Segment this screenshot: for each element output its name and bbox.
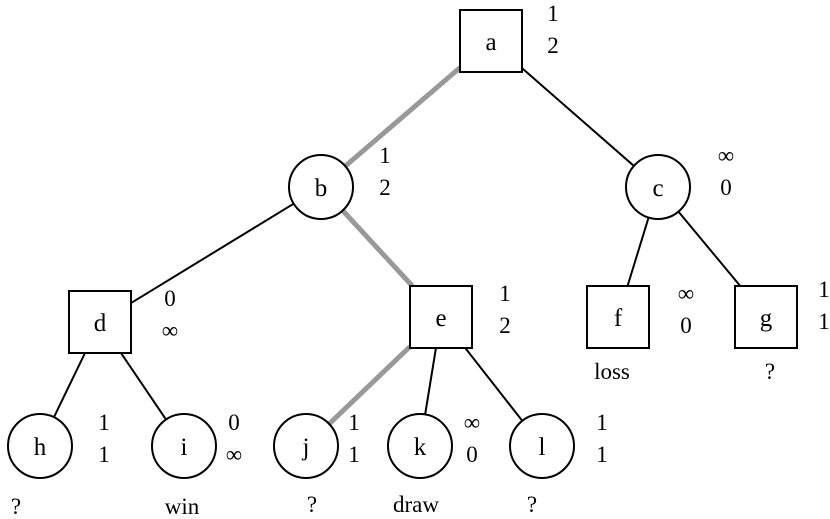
node-h-label: h [34, 434, 47, 461]
node-c: c [625, 154, 691, 220]
node-c-top-value: ∞ [718, 143, 734, 168]
node-i-label: i [181, 434, 188, 461]
edge-c-g [677, 210, 742, 287]
node-d: d [68, 290, 132, 354]
edge-c-f [626, 217, 650, 287]
node-l-bottom-value: 1 [596, 442, 608, 467]
node-f-status: loss [594, 359, 630, 384]
node-j-top-value: 1 [348, 410, 360, 435]
edge-d-i [120, 352, 167, 421]
node-k: k [387, 413, 453, 479]
node-h-bottom-value: 1 [98, 442, 110, 467]
node-l-label: l [539, 434, 546, 461]
labels-layer: 1 2 1 2 ∞ 0 0 ∞ 1 2 ∞ 0 loss 1 1? 1 1? 0 ∞ win 1 1? ∞ 0 draw 1 1? [11, 1, 830, 519]
node-i: i [151, 413, 217, 479]
node-a-label: a [485, 29, 496, 56]
node-i-status: win [165, 494, 200, 519]
node-e-label: e [435, 305, 446, 332]
node-e-bottom-value: 2 [499, 313, 511, 338]
node-j: j [273, 413, 339, 479]
node-c-bottom-value: 0 [720, 175, 732, 200]
node-b-bottom-value: 2 [379, 175, 391, 200]
node-i-bottom-value: ∞ [226, 442, 242, 467]
edge-b-d [130, 202, 295, 304]
node-c-label: c [652, 175, 663, 202]
node-b: b [288, 154, 354, 220]
node-a: a [459, 9, 523, 73]
node-i-circle [151, 413, 217, 479]
edge-a-b-highlighted [343, 65, 462, 169]
node-h-status: ? [11, 494, 21, 519]
node-j-circle [273, 413, 339, 479]
node-h-circle [7, 413, 73, 479]
node-b-top-value: 1 [379, 143, 391, 168]
node-g-status: ? [765, 359, 775, 384]
node-f-bottom-value: 0 [680, 313, 692, 338]
edge-b-e-highlighted [340, 208, 415, 288]
node-k-top-value: ∞ [464, 410, 480, 435]
node-h: h [7, 413, 73, 479]
node-f-label: f [614, 305, 623, 332]
node-g-bottom-value: 1 [818, 309, 830, 334]
node-b-circle [288, 154, 354, 220]
node-j-label: j [302, 434, 310, 461]
node-k-bottom-value: 0 [466, 442, 478, 467]
node-j-bottom-value: 1 [348, 442, 360, 467]
node-k-status: draw [393, 492, 439, 517]
node-i-top-value: 0 [228, 410, 240, 435]
edges-layer [53, 65, 742, 426]
node-d-top-value: 0 [164, 286, 176, 311]
node-g-top-value: 1 [818, 277, 830, 302]
node-e-square [409, 285, 473, 349]
node-k-circle [387, 413, 453, 479]
edge-e-j-highlighted [327, 344, 412, 426]
edge-e-l [464, 347, 524, 422]
node-e-top-value: 1 [499, 281, 511, 306]
node-j-status: ? [307, 492, 317, 517]
edge-e-k [424, 347, 437, 415]
node-f: f [586, 285, 650, 349]
node-l-status: ? [527, 492, 537, 517]
node-c-circle [625, 154, 691, 220]
edge-a-c [521, 67, 635, 167]
node-f-top-value: ∞ [678, 281, 694, 306]
node-f-square [586, 285, 650, 349]
node-b-label: b [315, 175, 328, 202]
node-l-circle [509, 413, 575, 479]
node-e: e [409, 285, 473, 349]
node-l-top-value: 1 [596, 410, 608, 435]
nodes-layer: a b c d e f g h i j k l [7, 9, 798, 479]
node-g-square [734, 285, 798, 349]
node-a-bottom-value: 2 [547, 33, 559, 58]
node-g-label: g [760, 305, 773, 332]
node-d-label: d [94, 310, 107, 337]
node-l: l [509, 413, 575, 479]
edge-d-h [53, 352, 86, 418]
node-d-bottom-value: ∞ [162, 318, 178, 343]
node-g: g [734, 285, 798, 349]
node-h-top-value: 1 [98, 410, 110, 435]
node-d-square [68, 290, 132, 354]
node-a-square [459, 9, 523, 73]
node-a-top-value: 1 [547, 1, 559, 26]
node-k-label: k [414, 434, 427, 461]
